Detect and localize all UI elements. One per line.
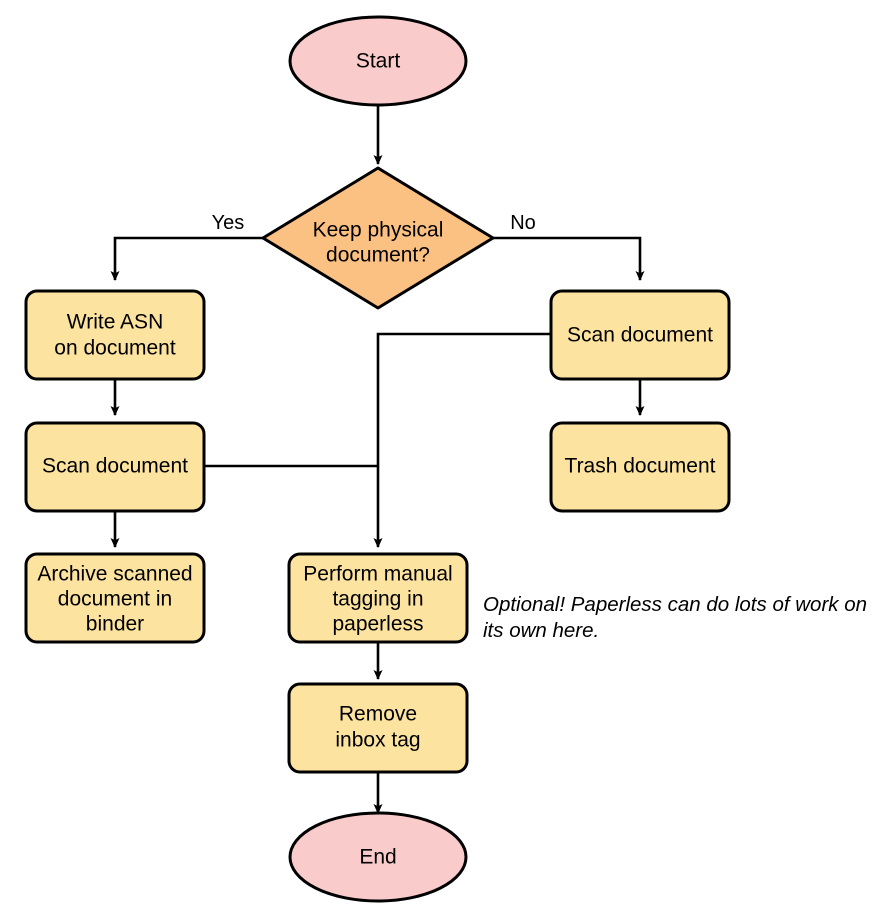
node-write-asn[interactable]: Write ASN on document	[24, 289, 206, 381]
scan-document-left-label: Scan document	[42, 455, 188, 478]
archive-label-line2: document in	[58, 588, 172, 611]
write-asn-box	[24, 289, 206, 381]
trash-document-box	[549, 421, 731, 513]
remove-inbox-label-line2: inbox tag	[335, 729, 420, 752]
node-trash-document[interactable]: Trash document	[549, 421, 731, 513]
edge-labels-layer: Yes No	[212, 212, 536, 234]
archive-label-line3: binder	[86, 613, 144, 636]
decision-label-line1: Keep physical	[313, 219, 444, 242]
end-label: End	[359, 846, 396, 869]
node-remove-inbox-tag[interactable]: Remove inbox tag	[287, 682, 469, 774]
tagging-label-line1: Perform manual	[303, 563, 452, 586]
edge-decision-no-to-scan-right	[493, 236, 645, 281]
scan-document-right-label: Scan document	[567, 324, 713, 347]
archive-box	[24, 552, 206, 644]
tagging-label-line3: paperless	[332, 613, 423, 636]
node-perform-manual-tagging[interactable]: Perform manual tagging in paperless	[287, 552, 469, 644]
tagging-box	[287, 552, 469, 644]
annotation-optional-note: Optional! Paperless can do lots of work …	[483, 593, 867, 642]
write-asn-label-line2: on document	[54, 337, 176, 360]
node-end[interactable]: End	[288, 811, 468, 903]
archive-label-line1: Archive scanned	[37, 563, 192, 586]
decision-diamond	[261, 166, 495, 310]
tagging-label-line2: tagging in	[332, 588, 423, 611]
scan-document-right-box	[549, 289, 731, 381]
scan-document-left-box	[24, 421, 206, 513]
node-scan-document-left[interactable]: Scan document	[24, 421, 206, 513]
node-start[interactable]: Start	[288, 15, 468, 107]
optional-note-line1: Optional! Paperless can do lots of work …	[483, 593, 867, 616]
edge-scan-right-to-tagging	[373, 332, 551, 548]
node-archive-scanned-document[interactable]: Archive scanned document in binder	[24, 552, 206, 644]
edge-label-no: No	[510, 212, 536, 234]
remove-inbox-tag-box	[287, 682, 469, 774]
trash-document-label: Trash document	[565, 455, 716, 478]
optional-note-line2: its own here.	[483, 619, 599, 642]
edge-decision-yes-to-write-asn	[110, 236, 263, 281]
start-label: Start	[356, 50, 401, 73]
write-asn-label-line1: Write ASN	[67, 311, 163, 334]
start-ellipse	[288, 15, 468, 107]
edge-label-yes: Yes	[212, 212, 245, 234]
node-decision-keep-physical-document[interactable]: Keep physical document?	[261, 166, 495, 310]
end-ellipse	[288, 811, 468, 903]
decision-label-line2: document?	[326, 244, 430, 267]
remove-inbox-label-line1: Remove	[339, 703, 417, 726]
edges-layer	[110, 106, 645, 814]
node-scan-document-right[interactable]: Scan document	[549, 289, 731, 381]
